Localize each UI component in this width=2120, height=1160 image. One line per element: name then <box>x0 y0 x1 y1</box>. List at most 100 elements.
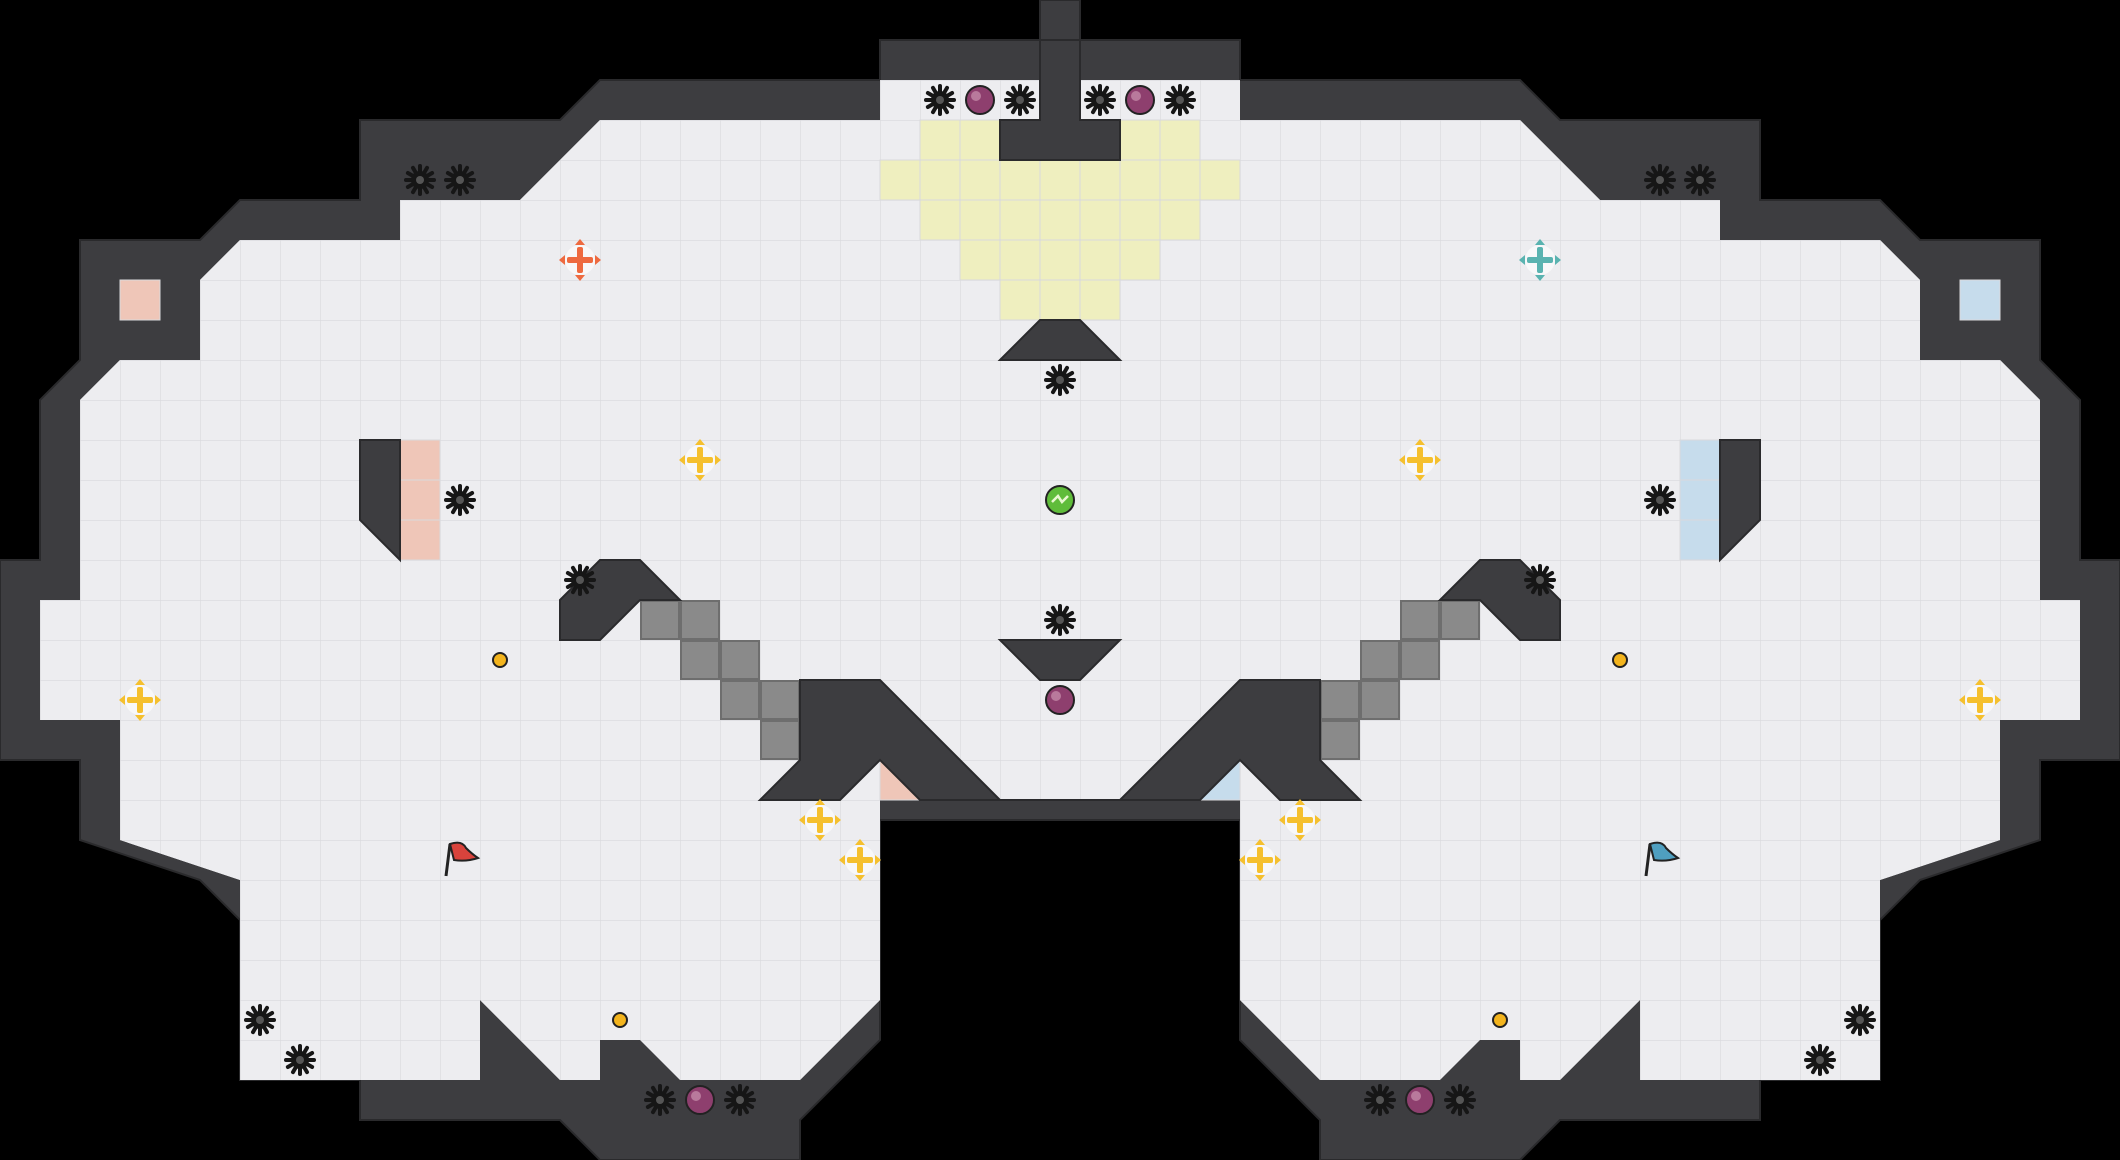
boost-icon <box>1959 679 2001 721</box>
gate-tile <box>1440 600 1480 640</box>
yellow-zone-tile <box>1159 119 1201 161</box>
gate-tile <box>1320 680 1360 720</box>
red-side-zone-tile <box>399 479 441 521</box>
blue-side-zone-tile <box>1679 439 1721 481</box>
red-side-zone <box>399 439 441 561</box>
yellow-zone-tile <box>1119 119 1161 161</box>
gate-tile <box>680 600 720 640</box>
spike-icon <box>1644 484 1676 516</box>
boost-icon <box>679 439 721 481</box>
spike-icon <box>1804 1044 1836 1076</box>
blue-end-zone <box>1959 279 2001 321</box>
token-icon <box>1492 1012 1508 1028</box>
bomb-icon <box>685 1085 715 1115</box>
yellow-zone-tile <box>1079 199 1121 241</box>
wall-block <box>359 439 401 563</box>
spike-icon <box>404 164 436 196</box>
wall-block <box>997 639 1123 681</box>
red-side-zone-tile <box>399 519 441 561</box>
gate-tile <box>760 720 800 760</box>
yellow-zone-tile <box>999 199 1041 241</box>
teal-boost-icon <box>1519 239 1561 281</box>
red-side-zone-tile <box>399 439 441 481</box>
gate-tile <box>1360 680 1400 720</box>
token-icon <box>612 1012 628 1028</box>
blue-side-zone-tile <box>1679 479 1721 521</box>
bomb-icon <box>1125 85 1155 115</box>
spike-icon <box>924 84 956 116</box>
boost-icon <box>799 799 841 841</box>
yellow-zone-tile <box>919 159 961 201</box>
gate-tile <box>640 600 680 640</box>
ball-icon <box>1045 485 1075 515</box>
red-end-zone <box>119 279 161 321</box>
token-icon <box>492 652 508 668</box>
spike-icon <box>444 484 476 516</box>
yellow-zone-tile <box>1039 199 1081 241</box>
red-flag-icon <box>444 841 481 877</box>
blue-side-zone-tile <box>1679 519 1721 561</box>
yellow-zone-tile <box>1119 239 1161 281</box>
yellow-zone-tile <box>1119 199 1161 241</box>
spike-icon <box>1524 564 1556 596</box>
blue-side-zone <box>1679 439 1721 561</box>
yellow-zone-tile <box>879 159 921 201</box>
yellow-zone-tile <box>1079 159 1121 201</box>
bomb-icon <box>1045 685 1075 715</box>
spike-icon <box>444 164 476 196</box>
spike-icon <box>1644 164 1676 196</box>
spike-icon <box>1444 1084 1476 1116</box>
wall-block <box>997 319 1123 361</box>
blue-flag-icon <box>1644 841 1681 877</box>
yellow-zone <box>879 119 1241 321</box>
boost-icon <box>839 839 881 881</box>
inner-walls <box>359 39 1761 1080</box>
yellow-zone-tile <box>1159 159 1201 201</box>
gate-tile <box>1400 600 1440 640</box>
wall-block <box>600 1040 680 1080</box>
boost-icon <box>1399 439 1441 481</box>
gate-tile <box>720 680 760 720</box>
red-end-zone-tile <box>119 279 161 321</box>
spike-icon <box>1084 84 1116 116</box>
spike-icon <box>1044 364 1076 396</box>
gate-tile <box>760 680 800 720</box>
yellow-zone-tile <box>919 199 961 241</box>
yellow-zone-tile <box>999 159 1041 201</box>
yellow-zone-tile <box>959 159 1001 201</box>
wall-block <box>757 679 1363 801</box>
spike-icon <box>1684 164 1716 196</box>
yellow-zone-tile <box>919 119 961 161</box>
spike-icon <box>724 1084 756 1116</box>
yellow-zone-tile <box>1119 159 1161 201</box>
spike-icon <box>564 564 596 596</box>
yellow-zone-tile <box>1079 279 1121 321</box>
bomb-icon <box>965 85 995 115</box>
yellow-zone-tile <box>1159 199 1201 241</box>
yellow-zone-tile <box>999 239 1041 281</box>
spike-icon <box>1164 84 1196 116</box>
yellow-zone-tile <box>1039 159 1081 201</box>
gate-tile <box>1400 640 1440 680</box>
spike-icon <box>284 1044 316 1076</box>
spike-icon <box>644 1084 676 1116</box>
yellow-zone-tile <box>959 119 1001 161</box>
red-boost-icon <box>559 239 601 281</box>
yellow-zone-tile <box>1199 159 1241 201</box>
boost-icon <box>1239 839 1281 881</box>
token-icon <box>1612 652 1628 668</box>
yellow-zone-tile <box>1039 279 1081 321</box>
spike-icon <box>1844 1004 1876 1036</box>
spike-icon <box>1044 604 1076 636</box>
yellow-zone-tile <box>1039 239 1081 281</box>
blue-end-zone-tile <box>1959 279 2001 321</box>
boost-icon <box>119 679 161 721</box>
yellow-zone-tile <box>959 199 1001 241</box>
gate-tile <box>1320 720 1360 760</box>
wall-block <box>1719 439 1761 563</box>
gate-tile <box>680 640 720 680</box>
spike-icon <box>1004 84 1036 116</box>
wall-block <box>999 39 1121 161</box>
